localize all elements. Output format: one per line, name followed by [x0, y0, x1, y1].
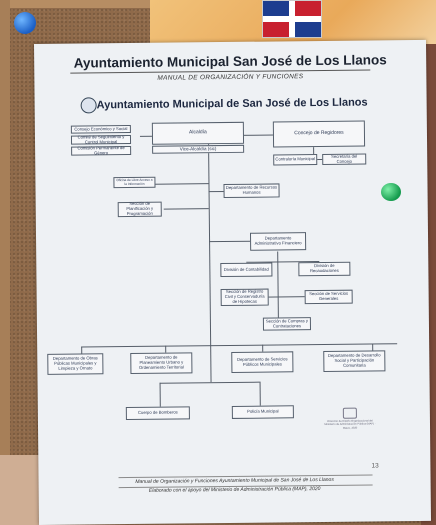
org-box-obras-publicas: Departamento de Obras Públicas Municipal…	[47, 353, 104, 375]
org-box-concejo-regidores: Concejo de Regidores	[272, 120, 366, 148]
blue-push-pin	[14, 12, 36, 34]
map-seal-icon	[342, 407, 357, 419]
board-frame-left	[0, 0, 10, 525]
org-box-servicios-publicos: Departamento de Servicios Públicos Munic…	[231, 351, 294, 373]
org-box-policia-municipal: Policía Municipal	[231, 405, 294, 419]
dominican-flag	[262, 0, 322, 38]
org-box-comision-genero: Comisión Permanente de Género	[71, 145, 132, 156]
connector-dep-3	[262, 344, 264, 352]
org-chart-title: Ayuntamiento Municipal de San José de Lo…	[96, 96, 368, 112]
org-box-servicios-generales: Sección de Servicios Generales	[304, 289, 353, 305]
org-box-contraloria: Contraloría Municipal	[273, 154, 318, 166]
connector-dep-2	[165, 345, 167, 353]
map-stamp-text: Dirección de Diseño Organizacional del M…	[324, 419, 376, 430]
org-box-consejo-economico: Consejo Económico y Social	[70, 124, 131, 134]
page-number: 13	[371, 462, 379, 470]
org-box-registro-civil: Sección de Registro Civil y Conservadurí…	[220, 288, 269, 307]
org-box-comite-seguimiento: Comité de Seguimiento y Control Municipa…	[70, 134, 132, 145]
org-box-bomberos: Cuerpo de Bomberos	[125, 406, 190, 421]
org-box-alcaldia: Alcaldía	[151, 121, 245, 145]
admin-trunk-line	[277, 251, 279, 328]
municipal-logo	[80, 97, 97, 114]
connector-security	[159, 381, 260, 384]
connector-libre-acceso	[153, 183, 209, 185]
org-box-secretaria-concejo: Secretaría del Concejo	[322, 153, 367, 165]
footer-line-2: Elaborado con el apoyo del Ministerio de…	[148, 486, 321, 494]
org-box-libre-acceso: Oficina de Libre Acceso a la Información	[113, 176, 156, 189]
green-push-pin	[381, 183, 401, 201]
org-box-planificacion: Sección de Planificación y Programación	[117, 201, 162, 218]
document-page: Ayuntamiento Municipal San José de Los L…	[34, 39, 432, 525]
org-box-recursos-humanos: Departamento de Recursos Humanos	[223, 183, 280, 199]
document-title: Ayuntamiento Municipal San José de Los L…	[73, 52, 387, 71]
connector-dep-4	[372, 343, 374, 351]
connector-policia	[259, 381, 261, 406]
org-box-compras: Sección de Compras y Contrataciones	[262, 317, 312, 331]
connector-administrativo	[209, 240, 253, 243]
org-box-desarrollo-social: Departamento de Desarrollo Social y Part…	[323, 350, 386, 372]
document-subtitle: MANUAL DE ORGANIZACIÓN Y FUNCIONES	[157, 73, 304, 82]
org-box-planeamiento-urbano: Departamento de Planeamiento Urbano y Or…	[130, 352, 193, 375]
org-box-administrativo-financiero: Departamento Administrativo Financiero	[249, 232, 307, 251]
org-box-vice-alcaldia: Vice-Alcaldía (sic)	[152, 144, 245, 154]
map-stamp: Dirección de Diseño Organizacional del M…	[322, 407, 378, 436]
connector-planificacion	[163, 208, 209, 210]
org-box-recaudaciones: División de Recaudaciones	[298, 261, 351, 277]
floor	[0, 455, 40, 525]
org-box-contabilidad: División de Contabilidad	[220, 262, 273, 278]
connector-departments	[81, 343, 398, 348]
connector-bomberos	[159, 382, 161, 407]
connector-dep-1	[81, 346, 83, 354]
